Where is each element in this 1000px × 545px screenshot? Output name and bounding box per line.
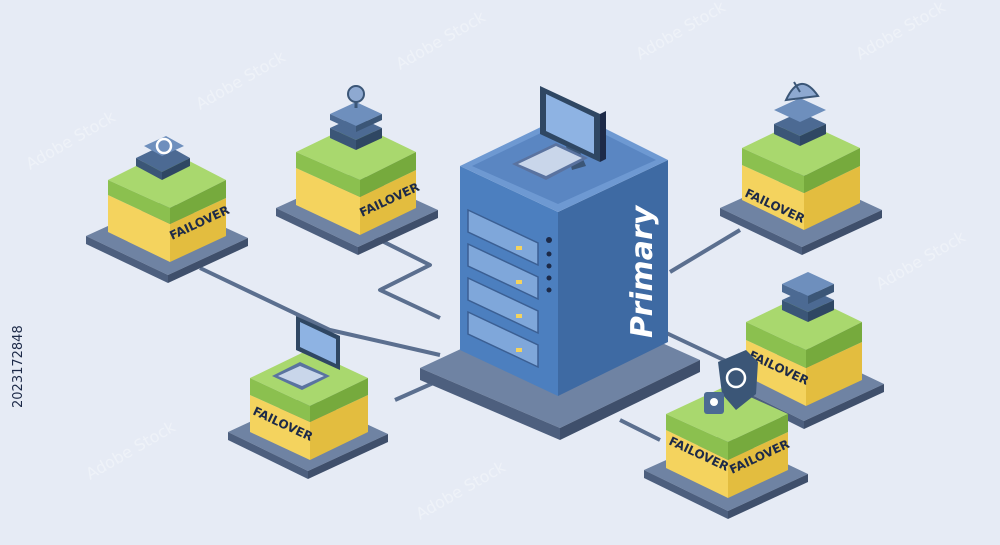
sync-icon — [136, 136, 190, 180]
svg-text:Adobe Stock: Adobe Stock — [193, 47, 290, 114]
shield-lock-icon — [704, 350, 758, 414]
computer-icon — [272, 316, 340, 390]
failover-node-bottom-left: FAILOVER — [228, 316, 388, 479]
primary-server: Primary — [460, 86, 668, 396]
location-pin-icon — [330, 85, 382, 150]
status-dots — [546, 237, 552, 293]
failover-node-top-right: FAILOVER — [720, 81, 882, 255]
link-top-left — [199, 266, 441, 357]
drive-bays — [467, 208, 539, 369]
svg-text:Adobe Stock: Adobe Stock — [853, 0, 950, 63]
svg-text:Adobe Stock: Adobe Stock — [873, 227, 970, 294]
satellite-dish-icon — [774, 81, 826, 146]
svg-text:Adobe Stock: Adobe Stock — [413, 457, 510, 524]
failover-node-top-left: FAILOVER — [86, 136, 248, 283]
stock-id: 2023172848 — [11, 325, 26, 408]
failover-node-top-center: FAILOVER — [276, 85, 438, 255]
svg-text:Adobe Stock: Adobe Stock — [23, 107, 120, 174]
link-top-center — [359, 228, 441, 320]
primary-server-label: Primary — [625, 202, 660, 341]
computer-icon — [512, 86, 606, 180]
svg-text:Adobe Stock: Adobe Stock — [393, 7, 490, 74]
database-icon — [782, 272, 834, 322]
connection-lines — [199, 228, 746, 442]
svg-text:Adobe Stock: Adobe Stock — [633, 0, 730, 63]
drive-leds — [516, 246, 522, 352]
svg-text:Adobe Stock: Adobe Stock — [83, 417, 180, 484]
link-top-right — [668, 228, 742, 274]
link-bottom-center — [619, 418, 661, 442]
failover-node-bottom-center: FAILOVER FAILOVER — [644, 350, 808, 519]
failover-node-middle-right: FAILOVER — [722, 272, 884, 429]
